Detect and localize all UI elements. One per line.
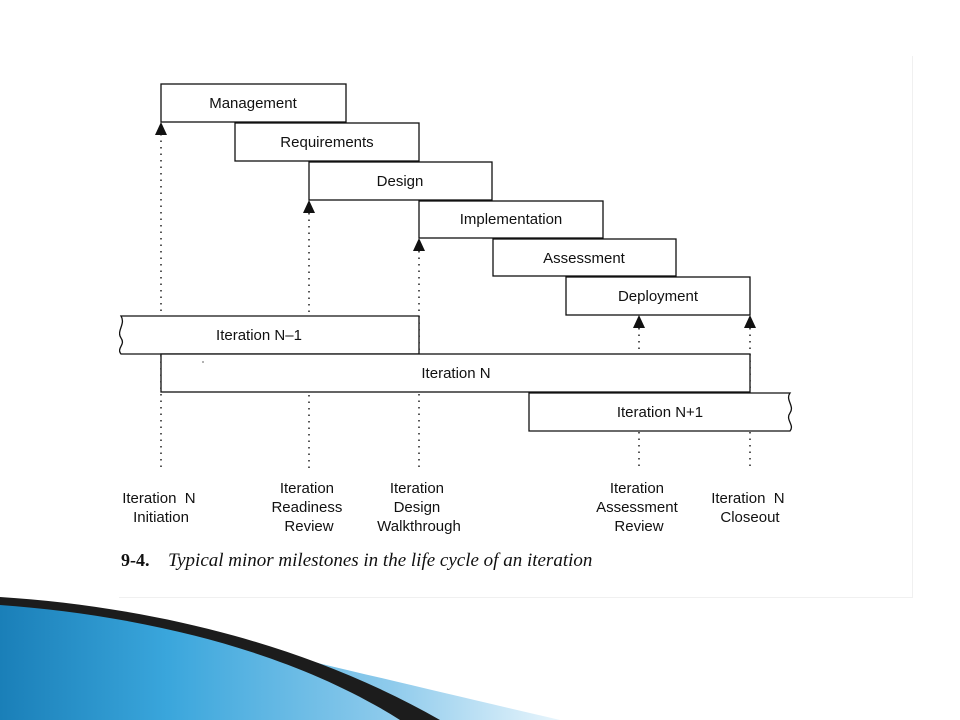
- stray-mark: ˈ: [201, 359, 205, 373]
- phase-boxes: [160, 83, 751, 316]
- phase-labels: Management Requirements Design Implement…: [209, 95, 699, 305]
- phase-label-deployment: Deployment: [618, 288, 699, 305]
- milestone-markers: [155, 122, 756, 328]
- swoosh-dark-band: [0, 597, 440, 720]
- milestone-labels: Iteration N Initiation Iteration Readine…: [122, 480, 789, 535]
- iteration-bar-current: [160, 353, 751, 393]
- phase-box-implementation: [418, 200, 604, 239]
- triangle-closeout: [744, 315, 756, 328]
- phase-label-implementation: Implementation: [460, 211, 563, 228]
- triangle-readiness-review: [303, 200, 315, 213]
- phase-label-management: Management: [209, 95, 297, 112]
- milestone-label-closeout: Iteration N Closeout: [711, 490, 789, 526]
- phase-label-assessment: Assessment: [543, 250, 626, 267]
- milestone-diagram: Management Requirements Design Implement…: [118, 83, 793, 571]
- iteration-bar-prev: [118, 315, 420, 355]
- milestone-label-design-walkthrough: Iteration Design Walkthrough: [377, 480, 461, 535]
- milestone-label-initiation: Iteration N Initiation: [122, 490, 200, 526]
- phase-label-design: Design: [377, 173, 424, 190]
- phase-box-design: [308, 161, 493, 201]
- triangle-initiation: [155, 122, 167, 135]
- figure-caption: 9-4. Typical minor milestones in the lif…: [121, 550, 592, 571]
- figure-frame: Management Requirements Design Implement…: [118, 56, 913, 598]
- triangle-assessment-review: [633, 315, 645, 328]
- iteration-labels: Iteration N–1 Iteration N Iteration N+1: [216, 327, 703, 421]
- milestone-label-readiness-review: Iteration Readiness Review: [271, 480, 346, 535]
- phase-box-deployment: [565, 276, 751, 316]
- iteration-label-prev: Iteration N–1: [216, 327, 302, 344]
- milestone-label-assessment-review: Iteration Assessment Review: [596, 480, 682, 535]
- caption-number: 9-4.: [121, 550, 150, 570]
- triangle-design-walkthrough: [413, 238, 425, 251]
- phase-box-management: [160, 83, 347, 123]
- iteration-label-next: Iteration N+1: [617, 404, 703, 421]
- caption-text: Typical minor milestones in the life cyc…: [168, 550, 592, 571]
- phase-label-requirements: Requirements: [280, 134, 373, 151]
- phase-box-assessment: [492, 238, 677, 277]
- iteration-bar-next: [528, 392, 793, 432]
- iteration-label-current: Iteration N: [421, 365, 490, 382]
- iteration-bars: [118, 315, 793, 432]
- phase-box-requirements: [234, 122, 420, 162]
